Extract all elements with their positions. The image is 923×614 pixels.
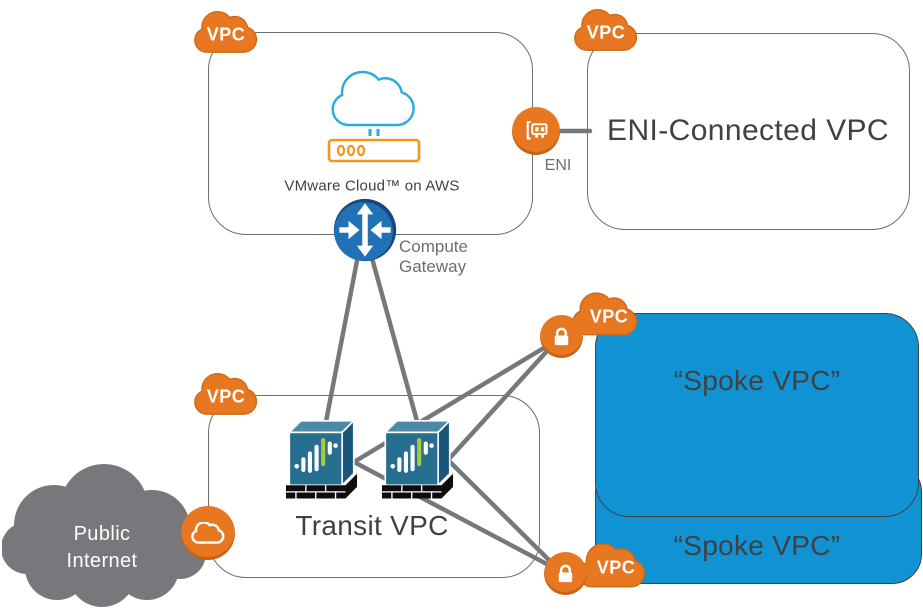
transit-vpc-label: Transit VPC — [295, 510, 449, 541]
eni-connected-vpc-label: ENI-Connected VPC — [607, 114, 889, 147]
vpc-badge-cloud-icon: VPC — [192, 372, 260, 418]
lock-icon — [544, 552, 587, 595]
compute-gateway-label: Compute Gateway — [399, 237, 468, 277]
compute-gateway-icon — [332, 197, 398, 268]
vpc-badge-label: VPC — [596, 557, 636, 578]
vpc-lock-badge: VPC — [570, 292, 640, 338]
spoke-vpc-top-box — [595, 313, 919, 517]
internet-gateway-icon — [181, 506, 235, 560]
public-internet-label: Public Internet — [66, 523, 138, 572]
vmc-vpc-label: VMware Cloud™ on AWS — [284, 177, 460, 195]
spoke-vpc-bottom-label: “Spoke VPC” — [673, 530, 841, 561]
firewall-icon — [382, 414, 458, 507]
vpc-badge-label: VPC — [206, 386, 246, 407]
vpc-badge-cloud-icon: VPC — [572, 8, 640, 54]
firewall-icon — [286, 414, 362, 507]
vpc-badge-cloud-icon: VPC — [192, 10, 260, 56]
vpc-lock-badge: VPC — [576, 543, 648, 590]
spoke-vpc-top-label: “Spoke VPC” — [673, 365, 841, 396]
public-internet-cloud — [2, 464, 206, 607]
vpc-badge-label: VPC — [589, 306, 629, 327]
eni-label: ENI — [544, 157, 572, 174]
vmware-cloud-on-aws-icon — [327, 70, 421, 163]
vpc-badge-label: VPC — [586, 22, 626, 43]
vpc-badge-label: VPC — [206, 24, 246, 45]
lock-icon — [540, 315, 583, 358]
eni-connected-vpc-box — [587, 33, 910, 230]
eni-icon — [512, 107, 560, 155]
transit-vpc-box — [208, 395, 540, 578]
